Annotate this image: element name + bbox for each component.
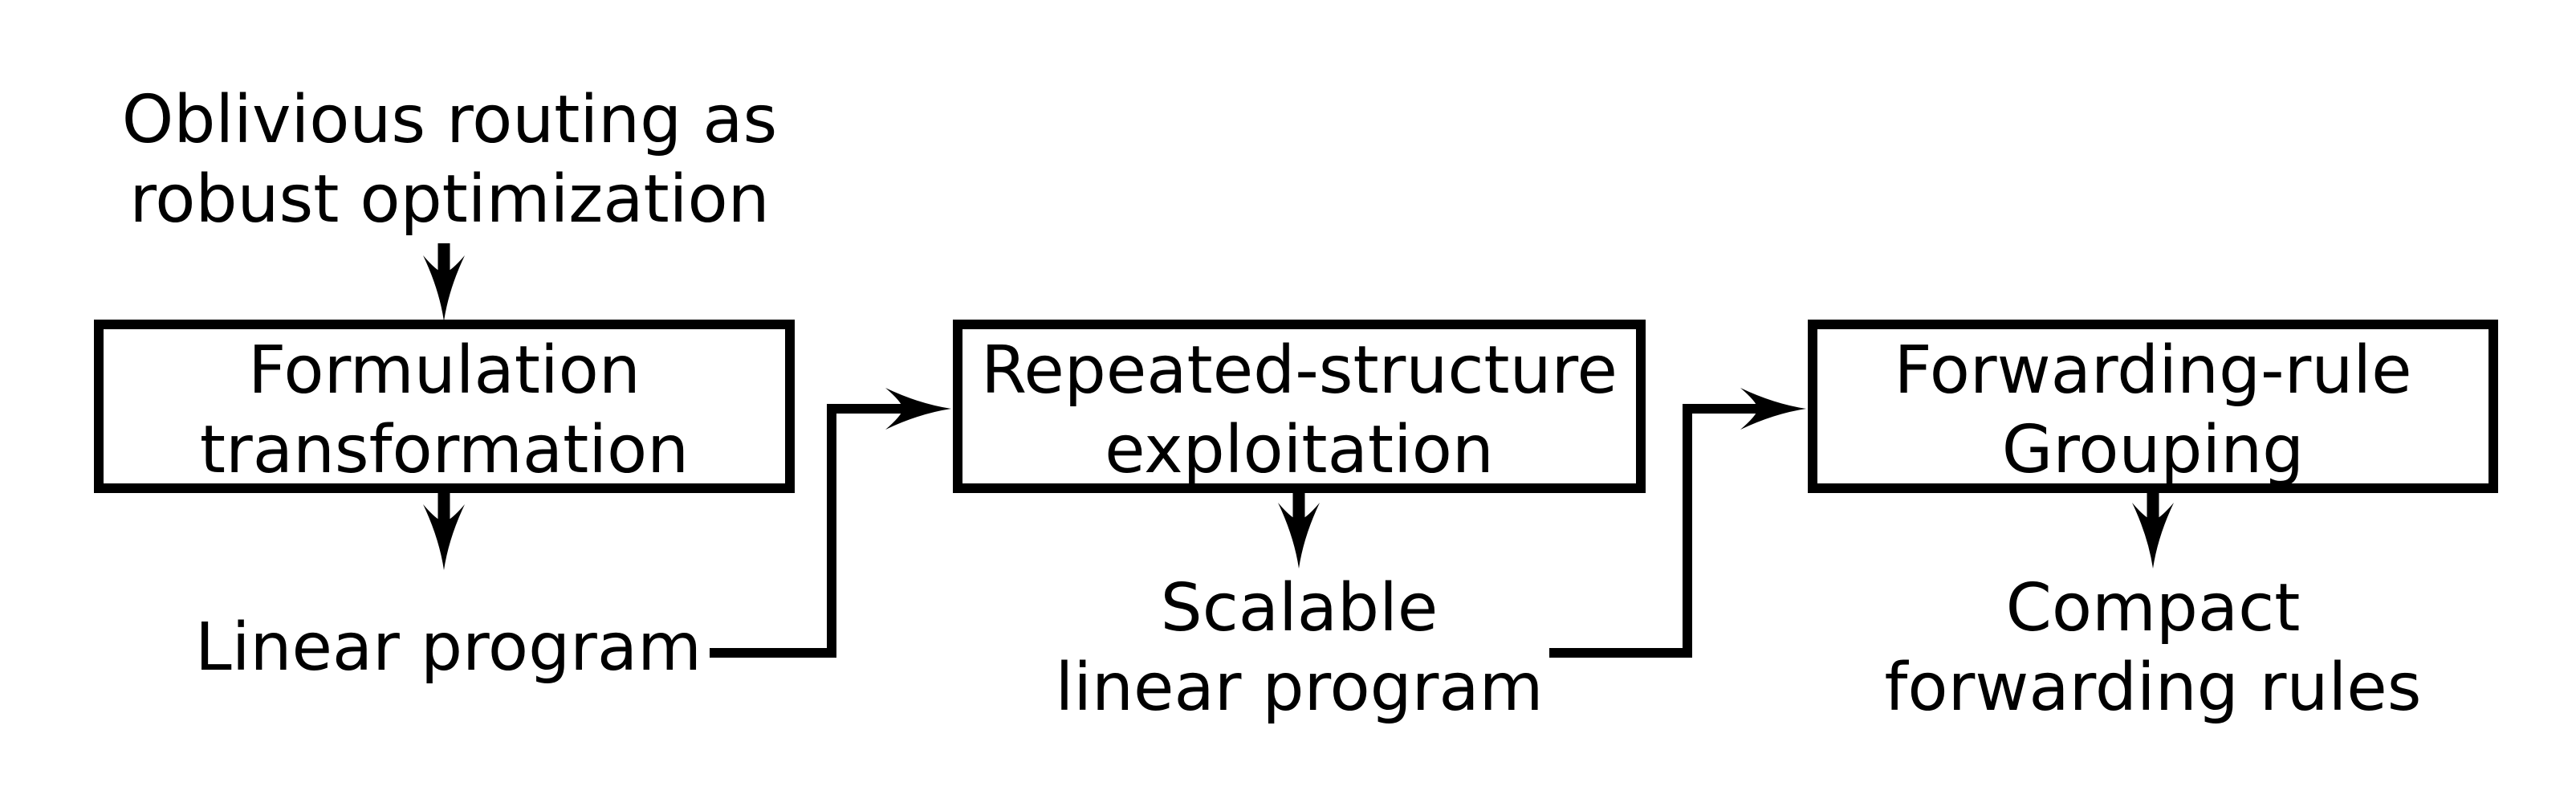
box-label-line: Forwarding-rule bbox=[1894, 332, 2412, 409]
output-label-line: Compact bbox=[2005, 570, 2301, 646]
box-formulation-transformation-label: Formulation transformation bbox=[104, 331, 785, 490]
arrow-head-down-icon bbox=[423, 504, 465, 570]
box-forwarding-rule-grouping-label: Forwarding-rule Grouping bbox=[1817, 331, 2489, 490]
box-repeated-structure-exploitation-label: Repeated-structure exploitation bbox=[962, 331, 1636, 490]
output-label-line: Linear program bbox=[195, 609, 702, 686]
box-label-line: Formulation bbox=[248, 332, 641, 409]
compact-forwarding-rules-label: Compact forwarding rules bbox=[1808, 569, 2498, 728]
arrow-head-right-icon bbox=[885, 388, 951, 430]
scalable-linear-program-label: Scalable linear program bbox=[953, 569, 1646, 728]
source-label-line-2: robust optimization bbox=[129, 161, 770, 238]
source-label: Oblivious routing as robust optimization bbox=[94, 80, 805, 239]
box-label-line: Grouping bbox=[2001, 412, 2305, 488]
box-label-line: exploitation bbox=[1105, 412, 1494, 488]
arrow-head-down-icon bbox=[423, 255, 465, 321]
arrow-source-to-box1 bbox=[423, 243, 465, 321]
output-label-line: forwarding rules bbox=[1884, 650, 2422, 726]
arrow-head-down-icon bbox=[2132, 503, 2174, 569]
arrow-box1-to-linear-program bbox=[423, 488, 465, 570]
output-label-line: Scalable bbox=[1160, 570, 1439, 646]
box-formulation-transformation: Formulation transformation bbox=[94, 320, 795, 493]
arrow-box2-to-scalable-lp bbox=[1278, 488, 1320, 569]
box-repeated-structure-exploitation: Repeated-structure exploitation bbox=[953, 320, 1646, 493]
arrow-head-right-icon bbox=[1740, 388, 1806, 430]
box-forwarding-rule-grouping: Forwarding-rule Grouping bbox=[1808, 320, 2498, 493]
arrow-head-down-icon bbox=[1278, 503, 1320, 569]
output-label-line: linear program bbox=[1055, 650, 1544, 726]
box-label-line: transformation bbox=[199, 412, 690, 488]
box-label-line: Repeated-structure bbox=[981, 332, 1618, 409]
source-label-line-1: Oblivious routing as bbox=[121, 82, 778, 158]
linear-program-label: Linear program bbox=[98, 608, 799, 687]
arrow-box3-to-compact-rules bbox=[2132, 488, 2174, 569]
